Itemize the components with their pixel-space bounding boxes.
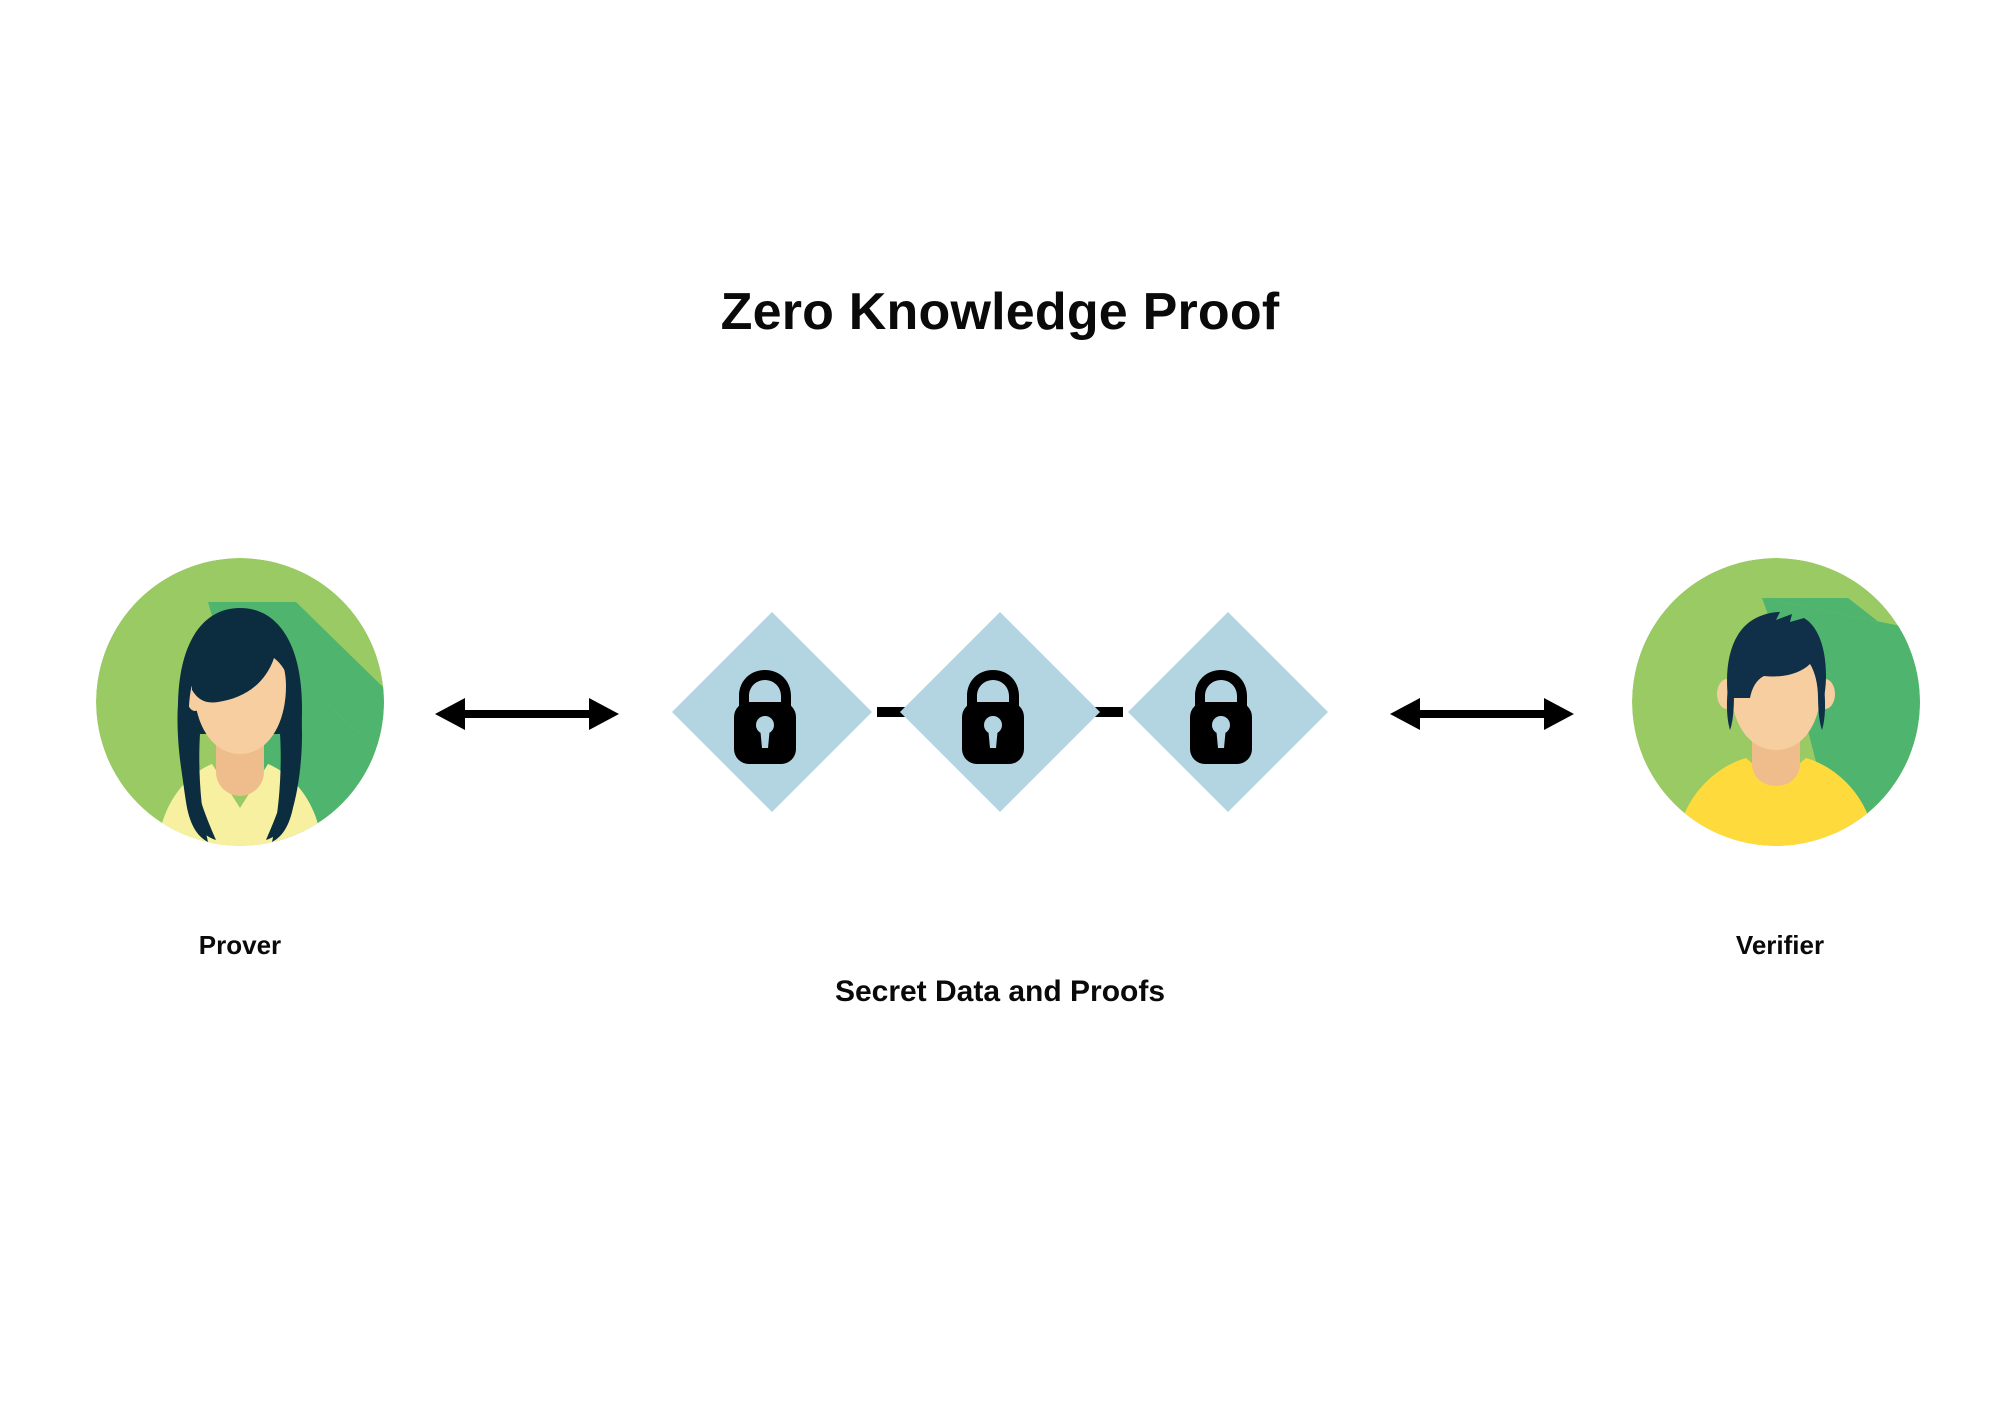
chain-connector-1	[877, 707, 915, 717]
female-avatar-icon	[96, 558, 384, 846]
double-arrow-icon	[435, 698, 619, 730]
secret-chain	[672, 612, 1328, 812]
prover-label: Prover	[198, 930, 282, 960]
secret-node-2	[900, 612, 1100, 812]
secret-node-1	[672, 612, 872, 812]
page-title: Zero Knowledge Proof	[720, 283, 1280, 341]
secret-node-3	[1128, 612, 1328, 812]
prover-to-chain-arrow	[435, 688, 619, 740]
prover-avatar	[96, 558, 384, 846]
verifier-label: Verifier	[1735, 930, 1825, 960]
male-avatar-icon	[1632, 558, 1920, 846]
chain-connector-2	[1085, 707, 1123, 717]
secret-chain-label: Secret Data and Proofs	[834, 975, 1166, 1008]
verifier-avatar	[1632, 558, 1920, 846]
chain-to-verifier-arrow	[1390, 688, 1574, 740]
double-arrow-icon	[1390, 698, 1574, 730]
